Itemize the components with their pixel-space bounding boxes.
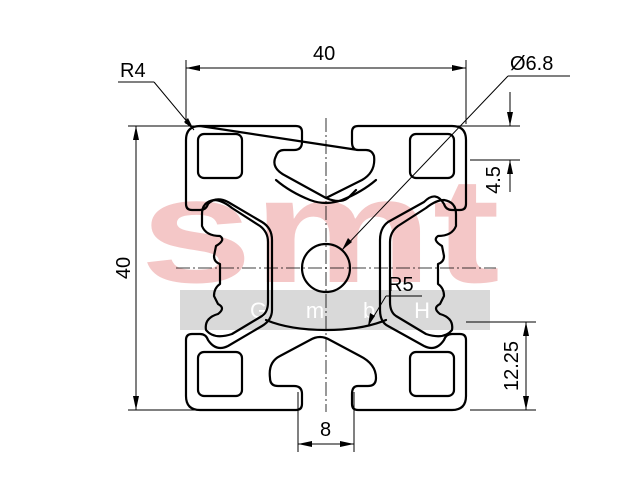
pocket-bottom-right [408,350,456,398]
dim-bore: Ø6.8 [341,53,570,251]
dim-corner-radius: R4 [118,60,195,131]
outer-contour [184,124,468,412]
dim-width-label: 40 [313,43,335,65]
dim-slot-width: 8 [297,392,355,452]
watermark-brand: smt [140,146,500,314]
chamber-left [200,198,270,338]
dim-slot-width-label: 8 [320,419,331,441]
dim-slot-depth: 4.5 [452,92,520,194]
dim-bore-label: Ø6.8 [510,53,553,75]
pocket-top-right [408,132,456,180]
dim-height-label: 40 [113,257,135,279]
dim-height-left: 40 [113,125,196,411]
center-bore [300,242,352,294]
pocket-top-left [196,132,244,180]
dim-width-top: 40 [185,43,467,124]
pocket-bottom-left [196,350,244,398]
chamber-right [388,198,458,338]
watermark: smt G m b H [140,146,500,330]
dim-slot-depth-label: 4.5 [483,166,505,194]
watermark-band [180,290,490,330]
dim-corner-radius-label: R4 [120,60,146,82]
dim-inner-radius: R5 [367,274,422,327]
center-lines [176,118,496,412]
dim-offset-right-label: 12.25 [501,341,523,391]
dim-inner-radius-label: R5 [388,274,414,296]
dim-offset-right: 12.25 [466,321,536,411]
